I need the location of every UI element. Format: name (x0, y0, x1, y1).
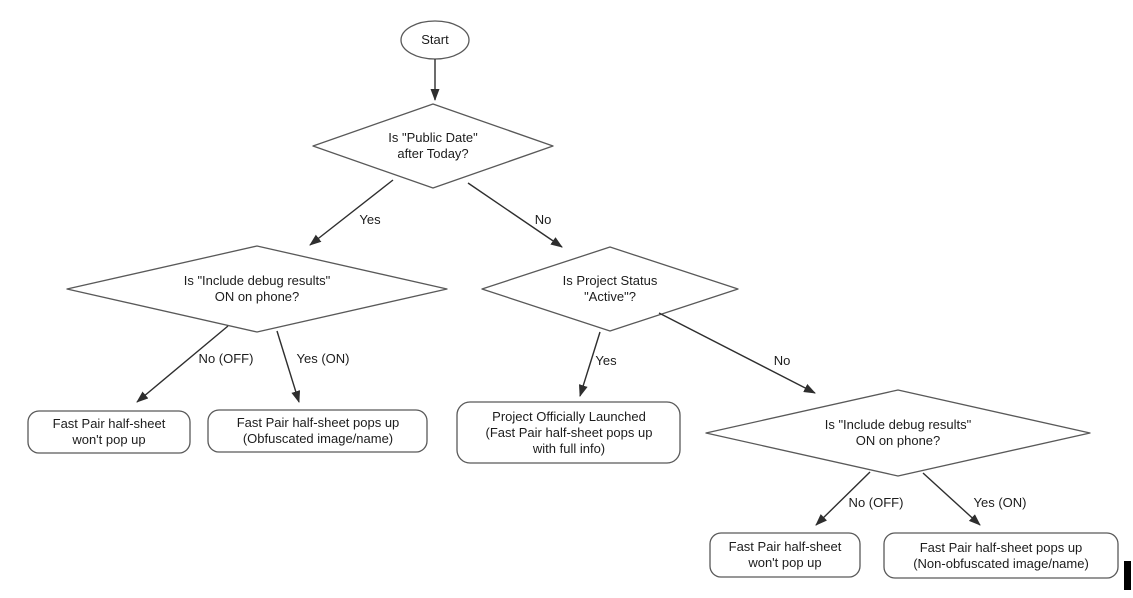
edge-label-d4-no-off: No (OFF) (848, 495, 904, 511)
edge-d2-yes-on (276, 330, 301, 403)
result-wont-popup-left-shape (27, 410, 191, 454)
edge-label-d3-no: No (773, 353, 791, 369)
edge-d3-yes (578, 331, 601, 397)
start-node-label: Start (421, 32, 449, 48)
result-obfuscated-shape (207, 409, 428, 453)
result-non-obfuscated-shape (883, 532, 1119, 579)
decision-debug-right-shape (705, 389, 1091, 477)
edge-d2-no-off (136, 325, 229, 403)
result-launched-label: Project Officially Launched (Fast Pair h… (485, 409, 653, 456)
result-wont-popup-right-shape (709, 532, 861, 578)
result-obfuscated-label: Fast Pair half-sheet pops up (Obfuscated… (236, 415, 400, 446)
edge-d3-no (658, 312, 816, 394)
edge-label-d2-yes-on: Yes (ON) (296, 351, 350, 367)
decision-project-status-label: Is Project Status "Active"? (562, 273, 658, 304)
text-cursor-artifact (1124, 561, 1131, 590)
edge-label-d1-yes: Yes (359, 212, 381, 228)
edge-d1-no (467, 182, 563, 248)
result-wont-popup-right-label: Fast Pair half-sheet won't pop up (728, 539, 842, 570)
decision-debug-right-label: Is "Include debug results" ON on phone? (824, 417, 972, 448)
decision-debug-left-shape (66, 245, 448, 333)
decision-debug-left-label: Is "Include debug results" ON on phone? (183, 273, 331, 304)
decision-public-date-shape (312, 103, 554, 189)
edge-label-d1-no: No (534, 212, 552, 228)
decision-public-date-label: Is "Public Date" after Today? (388, 130, 478, 161)
edge-d4-yes-on (922, 472, 981, 526)
decision-project-status-shape (481, 246, 739, 332)
edge-d1-yes (309, 179, 394, 246)
edge-label-d3-yes: Yes (595, 353, 617, 369)
edge-label-d2-no-off: No (OFF) (198, 351, 254, 367)
result-non-obfuscated-label: Fast Pair half-sheet pops up (Non-obfusc… (913, 540, 1089, 571)
edge-d4-no-off (815, 471, 871, 526)
result-launched-shape (456, 401, 681, 464)
edge-label-d4-yes-on: Yes (ON) (973, 495, 1027, 511)
result-wont-popup-left-label: Fast Pair half-sheet won't pop up (52, 416, 166, 447)
